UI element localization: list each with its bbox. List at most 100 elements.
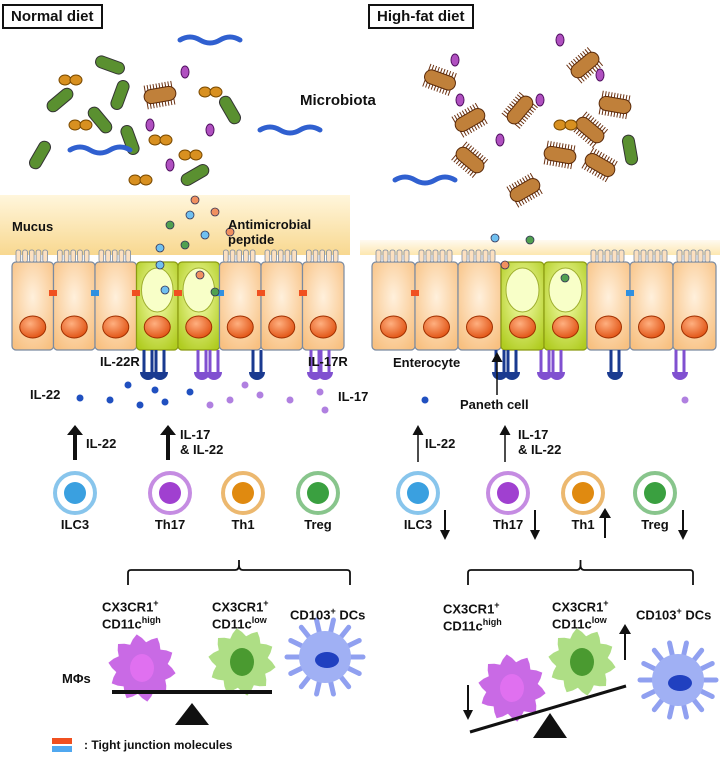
microvillus (482, 249, 489, 263)
balance-fulcrum-hfd (533, 713, 567, 738)
nucleus (309, 315, 337, 339)
arrow-label-il22-hfd: IL-22 (425, 436, 456, 451)
cytokine-dot (321, 406, 329, 414)
microvillus (306, 249, 312, 263)
arrow-label-line1: IL-17 (180, 427, 211, 442)
immune-cell-th17 (148, 471, 192, 515)
legend-tight-junction-blue (52, 746, 72, 752)
bacterium-purple (455, 93, 465, 107)
microvillus (118, 249, 125, 263)
receptor-head (492, 372, 508, 380)
granule-vesicle (548, 267, 583, 313)
bacterium-hairy-body (454, 108, 486, 132)
microvillus (604, 249, 611, 263)
nucleus (102, 315, 130, 339)
legend-text: : Tight junction molecules (84, 738, 233, 752)
bacterium-green-rod (120, 125, 140, 155)
enterocyte (301, 249, 345, 351)
label-mac-low-normal: CX3CR1+CD11clow (212, 598, 269, 633)
bacterium-coccus-pair (68, 119, 93, 131)
microvillus (647, 249, 654, 263)
microvillus (654, 249, 661, 263)
microvillus (112, 249, 118, 263)
cell-nucleus (159, 482, 181, 504)
arrow-label-il17-normal: IL-17& IL-22 (180, 427, 223, 458)
marker-sup: + (603, 598, 609, 608)
microvillus (403, 249, 410, 263)
bacterium-flagella (469, 156, 486, 176)
bacterium-coccus-pair (128, 174, 153, 186)
cytokine-dot (256, 391, 264, 399)
bacterium-green-rod-body (621, 134, 639, 166)
coccus (178, 149, 192, 161)
microvillus (439, 249, 446, 263)
dendritic-cell-hfd (637, 640, 719, 720)
bacterium-green-rod-body (120, 125, 140, 155)
cytokine-dot (421, 396, 429, 404)
microvillus (223, 249, 229, 263)
marker-sup: + (330, 606, 336, 616)
bacterium-hairy-body (570, 51, 600, 79)
coccus (189, 149, 203, 161)
coccus (79, 119, 93, 131)
antimicrobial-peptide-dot (165, 220, 175, 230)
bacterium-green-rod (29, 140, 51, 170)
receptor-stem (142, 350, 154, 372)
cell-nucleus (230, 648, 254, 676)
antimicrobial-peptide-dot (160, 285, 170, 295)
bacterium-coccus-pair (148, 134, 173, 146)
label-ilc3-hfd: ILC3 (403, 517, 433, 532)
microvillus (249, 249, 256, 263)
bacterium-hairy (598, 90, 632, 120)
arrow-paneth-pointer (491, 352, 503, 395)
bacterium-green-rod-body (87, 106, 113, 134)
bacterium-hairy (451, 141, 489, 178)
legend-tight-junction-red (52, 738, 72, 744)
bracket-normal (127, 560, 351, 585)
cytokine-receptor (206, 350, 222, 380)
microvillus (389, 249, 396, 263)
antimicrobial-peptide-dot (195, 270, 205, 280)
microvillus (597, 249, 604, 263)
microvillus (590, 249, 597, 263)
nucleus (268, 315, 296, 339)
microvillus (418, 249, 425, 263)
bacterium-green-rod-body (180, 164, 210, 186)
microvillus (319, 249, 325, 263)
label-mac-high-normal: CX3CR1+CD11chigh (102, 598, 161, 633)
il22r-label: IL-22R (100, 354, 140, 369)
coccus (148, 134, 162, 146)
cytokine-receptor (249, 350, 265, 380)
arrow-label-line2: & IL-22 (518, 441, 562, 457)
tight-junction (411, 290, 419, 296)
cell-nucleus (572, 482, 594, 504)
mucus-layer-normal (0, 195, 350, 255)
bacterium-hairy-body (506, 95, 534, 125)
microvillus (15, 249, 22, 263)
receptor-stem (319, 350, 331, 372)
microvillus (63, 249, 70, 263)
cytokine-dot (241, 381, 249, 389)
coccus (209, 86, 223, 98)
tight-junction (216, 290, 224, 296)
microvillus (28, 249, 35, 263)
bacterium-spirochete (177, 34, 243, 46)
microvillus (83, 249, 90, 263)
microvillus (312, 249, 319, 263)
antimicrobial-peptide-dot (210, 207, 220, 217)
arrow-il17-normal (160, 425, 176, 460)
cytokine-receptor (140, 350, 156, 380)
dendritic-cell-normal (284, 617, 366, 697)
arrow-head (619, 624, 631, 634)
coccus (58, 74, 72, 86)
cytokine-dot (186, 388, 194, 396)
cytokine-dot (226, 396, 234, 404)
arrow-down-icon (678, 510, 688, 540)
paneth-cell (500, 261, 545, 351)
bacterium-spirochete (67, 144, 133, 156)
arrow-head (678, 530, 688, 540)
cell-nucleus (315, 652, 339, 668)
bacterium-hairy-body (509, 178, 541, 202)
microvillus (332, 249, 339, 263)
